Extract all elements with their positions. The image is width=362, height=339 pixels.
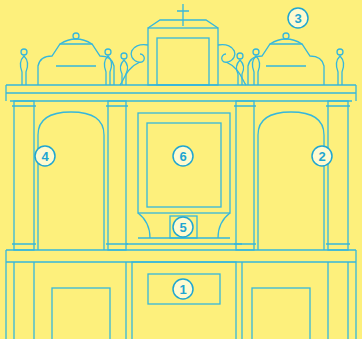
left-base-panel — [52, 288, 110, 339]
entablature — [6, 85, 356, 101]
callout-number: 2 — [318, 150, 325, 163]
statuettes — [20, 33, 343, 85]
left-niche — [38, 112, 104, 250]
cross — [177, 4, 189, 26]
right-base-panel — [252, 288, 310, 339]
callout-number: 4 — [41, 150, 48, 163]
callout-number: 5 — [179, 221, 186, 234]
central-frame — [138, 113, 230, 213]
callout-number: 6 — [179, 150, 186, 163]
callout-number: 3 — [294, 12, 301, 25]
plinth — [6, 250, 356, 339]
callout-number: 1 — [179, 283, 186, 296]
base-division — [126, 262, 242, 339]
callout-circles — [35, 8, 332, 299]
pedestals — [14, 262, 348, 339]
pediment-top — [148, 20, 218, 28]
tabernacle — [170, 216, 197, 238]
central-panel — [147, 123, 221, 207]
right-niche — [258, 112, 324, 250]
altar-frontal — [148, 274, 220, 304]
pediment-panel — [157, 38, 209, 85]
columns — [12, 101, 350, 250]
tabernacle-base — [126, 213, 242, 244]
left-cap — [38, 44, 114, 85]
left-cap-detail — [56, 39, 96, 66]
right-cap — [248, 44, 324, 85]
altar-table — [132, 262, 236, 339]
left-volute — [120, 45, 148, 85]
right-volute — [218, 45, 246, 85]
pediment — [148, 28, 218, 85]
right-cap-detail — [266, 39, 306, 66]
